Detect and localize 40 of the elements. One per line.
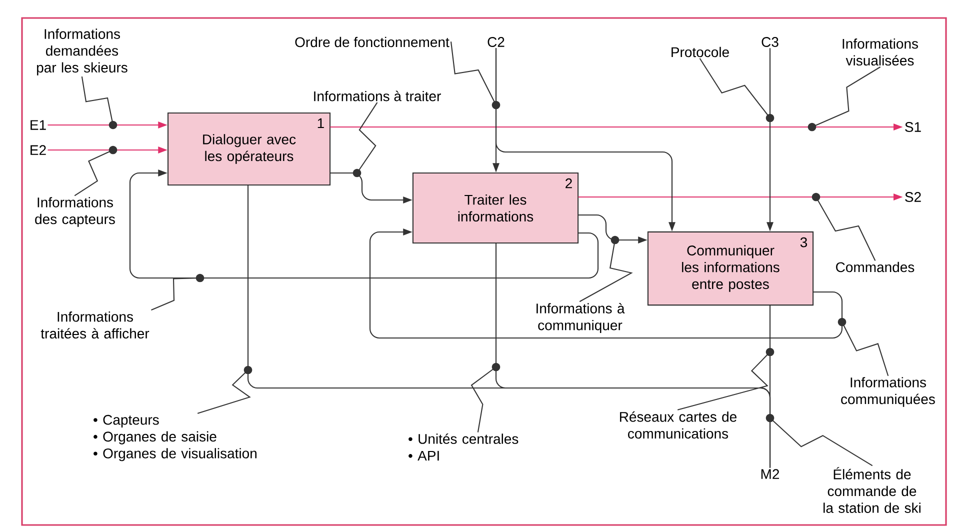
flow-label: Informations à communiquer bbox=[536, 303, 625, 334]
flow-label: • Capteurs • Organes de saisie • Organes de visualisation bbox=[94, 414, 256, 462]
terminal-label: C3 bbox=[762, 37, 778, 47]
flow-label: • Unités centrales • API bbox=[408, 433, 518, 461]
terminal-label: M2 bbox=[761, 469, 780, 479]
flow-label: Ordre de fonctionnement bbox=[295, 36, 450, 48]
leader-line bbox=[579, 236, 633, 302]
flow-label: Informations à traiter bbox=[314, 90, 441, 102]
flow-label: Informations traitées à afficher bbox=[40, 311, 150, 339]
leader-line bbox=[74, 146, 118, 196]
leader-line bbox=[81, 76, 118, 130]
arrow bbox=[129, 170, 599, 279]
leader-line bbox=[677, 348, 774, 410]
flow-label: Éléments de commande de la station de ski bbox=[824, 467, 920, 513]
terminal-label: E1 bbox=[30, 120, 46, 130]
terminal-label: C2 bbox=[488, 37, 504, 47]
leader-line bbox=[470, 362, 500, 432]
flow-label: Réseaux cartes de communications bbox=[620, 411, 736, 439]
flow-label: Protocole bbox=[672, 46, 729, 58]
leader-line bbox=[812, 192, 876, 261]
leader-line bbox=[838, 318, 889, 376]
flow-label: Commandes bbox=[836, 262, 914, 272]
terminal-label: E2 bbox=[30, 145, 46, 155]
terminal-label: S1 bbox=[905, 122, 921, 132]
terminal-label: S2 bbox=[905, 192, 921, 202]
leader-line bbox=[766, 414, 873, 466]
leader-line bbox=[699, 58, 774, 122]
leader-line bbox=[808, 66, 881, 132]
arrow bbox=[369, 228, 843, 339]
leader-line bbox=[151, 274, 204, 310]
flow-label: Informations communiquées bbox=[841, 377, 935, 407]
flow-label: Informations demandées par les skieurs bbox=[37, 28, 128, 76]
box-number: 1 bbox=[318, 118, 324, 128]
flow-label: Informations des capteurs bbox=[35, 197, 115, 227]
flow-label: Informations visualisées bbox=[842, 38, 918, 66]
leader-line bbox=[352, 102, 378, 178]
leader-line bbox=[450, 41, 500, 110]
box-number: 2 bbox=[566, 178, 572, 188]
box-number: 3 bbox=[800, 237, 808, 248]
leader-line bbox=[197, 366, 252, 414]
